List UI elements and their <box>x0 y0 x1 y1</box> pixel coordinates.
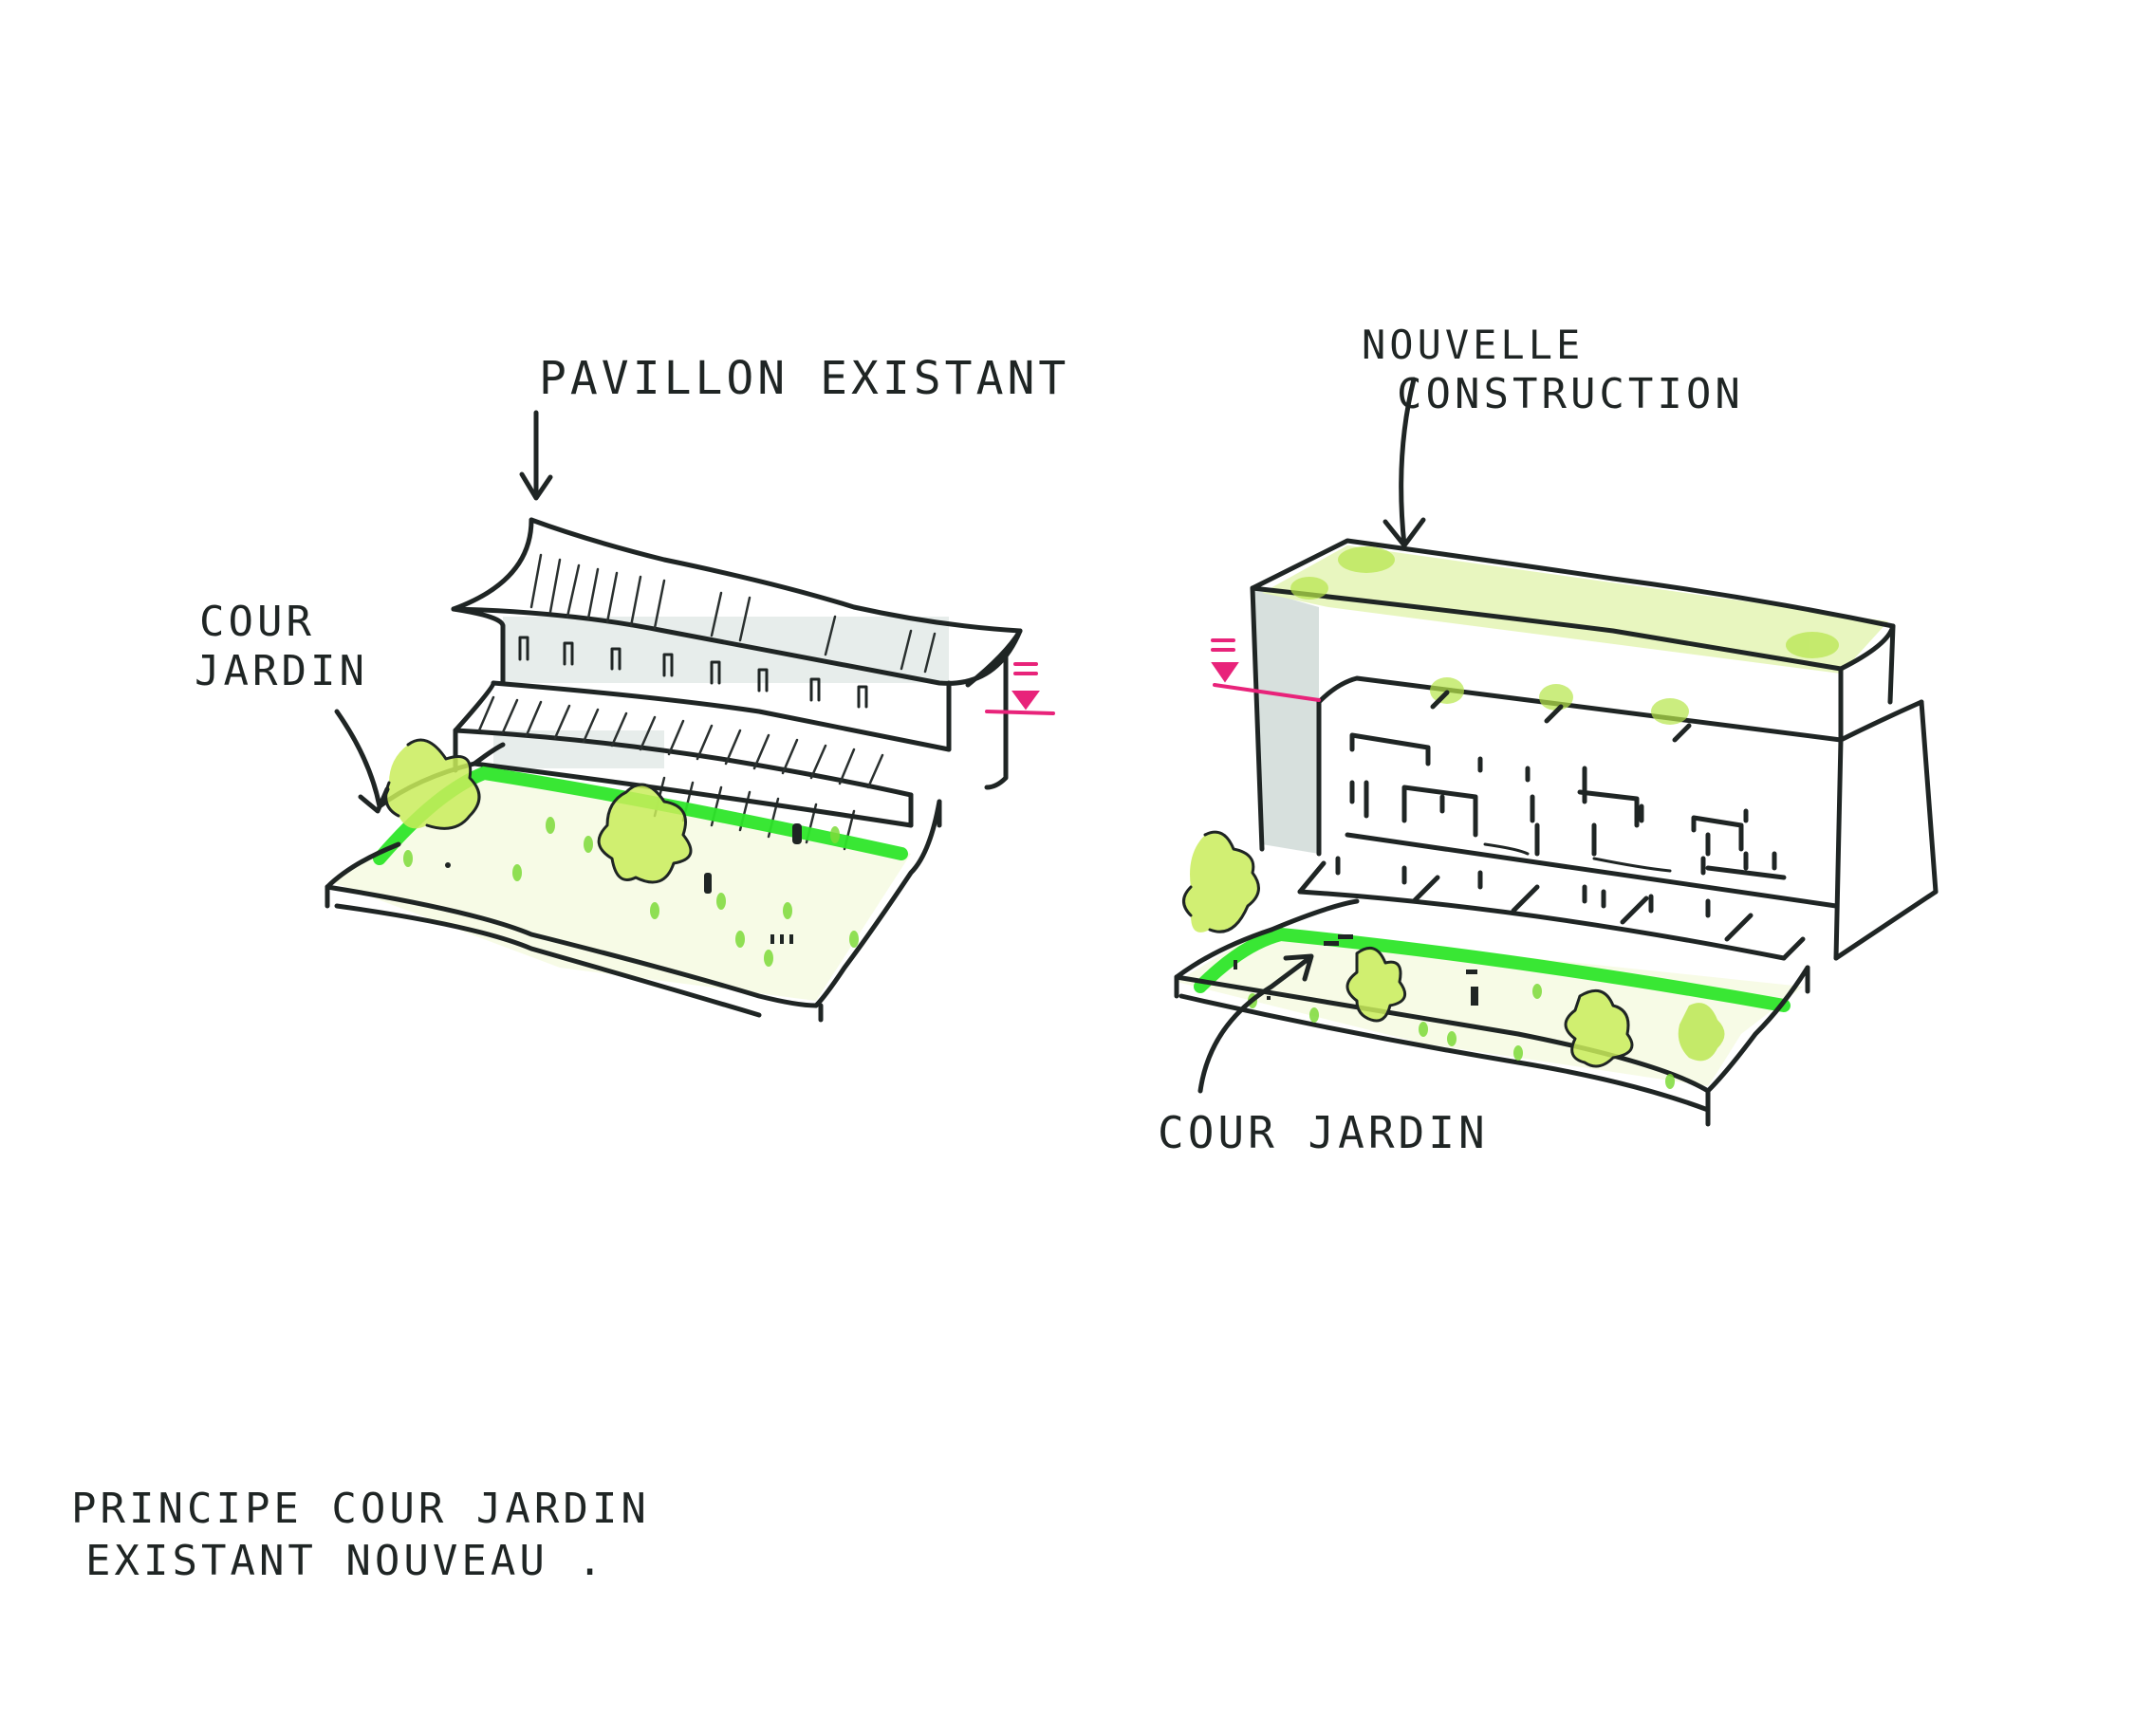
left-garden-marks <box>770 934 793 944</box>
left-tree-1 <box>384 738 481 830</box>
right-side-wall-shading <box>1253 588 1319 854</box>
right-garden-slab <box>1174 898 1810 1127</box>
right-tree-4 <box>1678 1003 1725 1062</box>
left-tree-2 <box>597 783 693 884</box>
label-cour-left-line-1: COUR <box>199 598 315 646</box>
right-upper-block <box>1250 538 1896 857</box>
cour-right-arrow <box>1197 953 1314 1094</box>
left-windows <box>518 636 868 709</box>
right-lower-facade <box>1345 699 1939 961</box>
right-figures <box>1234 934 1478 1006</box>
right-tree-1 <box>1182 830 1260 933</box>
left-facade-shading <box>493 617 949 768</box>
label-nouvelle-line-2: CONSTRUCTION <box>1397 370 1744 418</box>
nouvelle-arrow <box>1382 377 1426 548</box>
label-cour-right: COUR JARDIN <box>1158 1107 1489 1158</box>
label-caption-line-2: EXISTANT NOUVEAU . <box>85 1537 606 1585</box>
right-roof-wash <box>1262 545 1888 674</box>
label-nouvelle-line-1: NOUVELLE <box>1362 322 1584 368</box>
right-canopy <box>1297 860 1806 961</box>
right-tree-3 <box>1564 988 1634 1068</box>
left-garden-dots <box>403 817 859 967</box>
right-sketch-new-construction <box>1174 377 1939 1127</box>
right-garden-dots <box>1248 984 1675 1089</box>
left-sketch-existing-pavilion <box>325 410 1055 1023</box>
right-facade-grid <box>1350 833 1672 873</box>
left-level-marker <box>985 662 1055 715</box>
right-tree-2 <box>1345 946 1407 1023</box>
label-pavillon-existant: PAVILLON EXISTANT <box>539 352 1069 405</box>
right-level-marker <box>1211 638 1321 702</box>
cour-left-arrow <box>334 709 390 814</box>
label-cour-left-line-2: JARDIN <box>195 647 368 695</box>
right-balcony-ticks <box>1430 690 1692 743</box>
right-windows <box>1335 732 1787 918</box>
label-caption-line-1: PRINCIPE COUR JARDIN <box>71 1485 650 1533</box>
pavillon-arrow <box>519 410 553 501</box>
left-side-wall <box>984 652 1009 790</box>
left-figures <box>445 823 802 894</box>
labels: PAVILLON EXISTANT COUR JARDIN NOUVELLE C… <box>71 322 1744 1585</box>
left-upper-facade <box>453 623 952 798</box>
